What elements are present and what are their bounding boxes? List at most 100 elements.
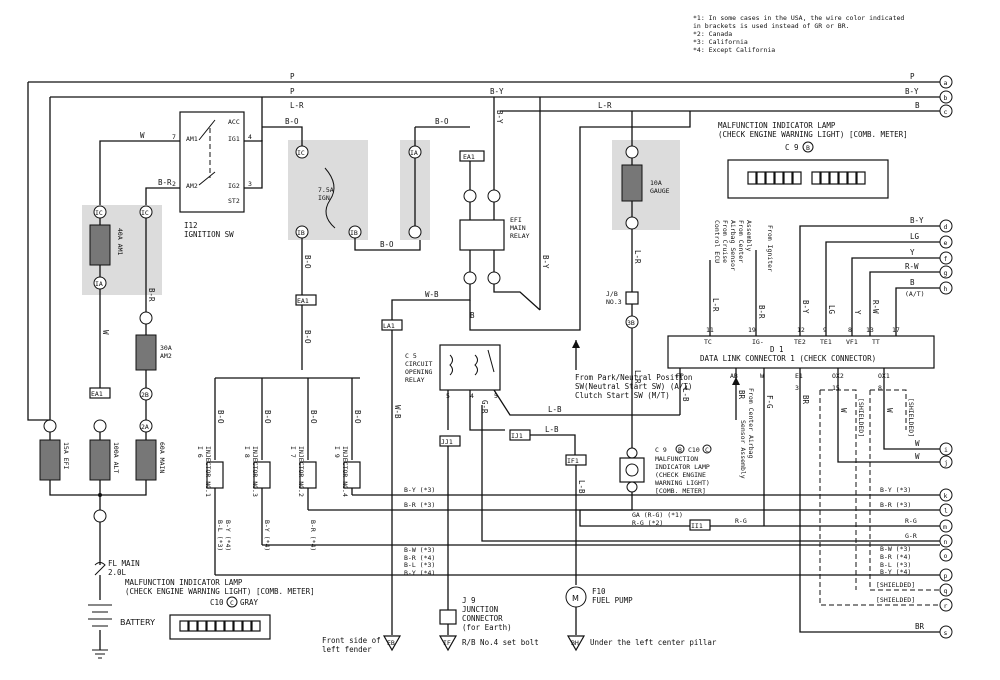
wire-b-relay [469,260,581,331]
wire-ox1-i [883,368,940,450]
dlc-ab: AB [730,372,738,380]
edge-o: o [939,548,953,562]
note-2: *2: Canada [693,30,732,38]
dlc-num-8: 8 [848,326,852,334]
fuse-ign-name: IGN [318,194,330,202]
edge-n: n [939,534,953,548]
conn-1c-ign-label: IC [297,149,305,157]
svg-text:m: m [943,523,947,531]
mil-top: MALFUNCTION INDICATOR LAMP (CHECK ENGINE… [718,121,908,199]
efi-relay-l2: MAIN [510,224,526,232]
mil-top-conn-letter: B [806,144,810,152]
dlc-bot-15: 15 [832,384,840,392]
ground-bh-code: BH [571,639,579,647]
wire-p-label: B-L (*3) [404,561,435,569]
edge-h: h [939,281,953,295]
ground-eb [382,635,402,652]
wire-i-label: W [915,439,920,448]
edge-f: f [939,251,953,265]
svg-text:g: g [944,269,948,277]
wire-l-right: B-R (*3) [880,501,911,509]
j9-l3: (for Earth) [462,623,512,632]
ign-contacts [198,119,216,186]
conn-1c-label: IC [95,209,103,217]
svg-text:r: r [944,602,948,610]
dlc-box [667,335,935,369]
mil-top-title: MALFUNCTION INDICATOR LAMP [718,121,836,130]
from-airbag-l1: From Center [737,220,745,263]
wire-p-right: B-L (*3) [880,561,911,569]
wire-label-p-right: P [910,72,915,81]
svg-text:e: e [944,239,948,247]
wire-injector-bus [214,377,360,460]
wire-rg-label: R-G [735,517,747,525]
efi-relay: EA1 EFI MAIN RELAY B-Y W-B B-Y B [391,97,691,331]
ignition-switch: ACC IG1 AM1 AM2 IG2 ST2 I12 IGNITION SW … [99,97,263,239]
wire-cor-lb [493,389,640,416]
ign-am1: AM1 [186,135,198,143]
fuel-pump: M F10 FUEL PUMP [565,586,633,635]
park-arrow [572,340,580,348]
fuse-ign-element [324,167,336,229]
wire-m-right: R-G [905,517,917,525]
conn-1c-gauge [625,145,639,159]
dlc-bot-3: 3 [795,384,799,392]
wire-lb-cor: L-B [548,405,562,414]
footnotes: *1: In some cases in the USA, the wire c… [693,14,904,54]
edge-d: d [939,219,953,233]
fl-main-label: FL MAIN [108,559,140,568]
wire-s-label: BR [915,622,925,631]
svg-text:d: d [944,223,948,231]
wire-te2-label: B-Y [801,300,810,314]
wire-b-relay-label: B [470,311,475,320]
pin-7: 7 [172,133,176,141]
edge-s: s [939,625,953,639]
mil-mid-l3: (CHECK ENGINE [655,471,706,479]
battery-ground [92,649,108,659]
ign-acc: ACC [228,118,240,126]
ign-ig1: IG1 [228,135,240,143]
edge-r: r [939,598,953,612]
shield-ox2 [819,389,940,606]
wire-e1-s [799,368,940,633]
wire-vf1-f [851,257,940,336]
wire-cor-4 [469,390,505,431]
wire-te2-d [799,225,940,336]
conn-1a-efi-label: IA [410,149,418,157]
from-airbag-bot-l2: Sensor Assembly [739,420,747,479]
inj4-code: I 9 [333,446,341,458]
svg-text:n: n [944,538,948,546]
dlc-e1: E1 [795,372,803,380]
inj3-wire: B-Y (*4) [263,520,271,551]
wire-p-left [27,82,50,421]
note-3: *3: California [693,38,748,46]
wire-label-p-second: P [290,87,295,96]
conn-2b-label: 2B [141,391,149,399]
ia-ic-region: IA B-O [400,117,470,240]
svg-text:c: c [944,108,948,116]
wire-wb-vert: W-B [393,405,402,419]
ground-if-label: R/B No.4 set bolt [462,638,539,647]
edge-i: i [939,442,953,456]
from-igniter: From Igniter [766,225,774,272]
jb-no3-l2: NO.3 [606,298,622,306]
wire-bo-inj4: B-O [353,410,362,424]
wire-label-lr: L-R [290,101,304,110]
mil-bot-gray: GRAY [240,598,259,607]
fuse-60a-label: 60A MAIN [158,442,166,473]
inj2-code: I 7 [289,446,297,458]
inj2-label: INJECTOR NO.2 [297,446,305,497]
inj3-code: I 8 [243,446,251,458]
edge-a: a [939,75,953,89]
svg-text:o: o [944,552,948,560]
wire-label-b-right: B [915,101,920,110]
wire-ign-efi [354,238,421,251]
wire-ign-feed [262,126,303,146]
wire-e1-label: BR [801,395,810,405]
cor-pin-4: 4 [470,392,474,400]
dlc-num-19: 19 [748,326,756,334]
wire-efi-to-la1 [391,284,471,320]
svg-text:a: a [944,79,948,87]
wire-label-by-right: B-Y [905,87,919,96]
wire-bo-horiz: B-O [380,240,394,249]
